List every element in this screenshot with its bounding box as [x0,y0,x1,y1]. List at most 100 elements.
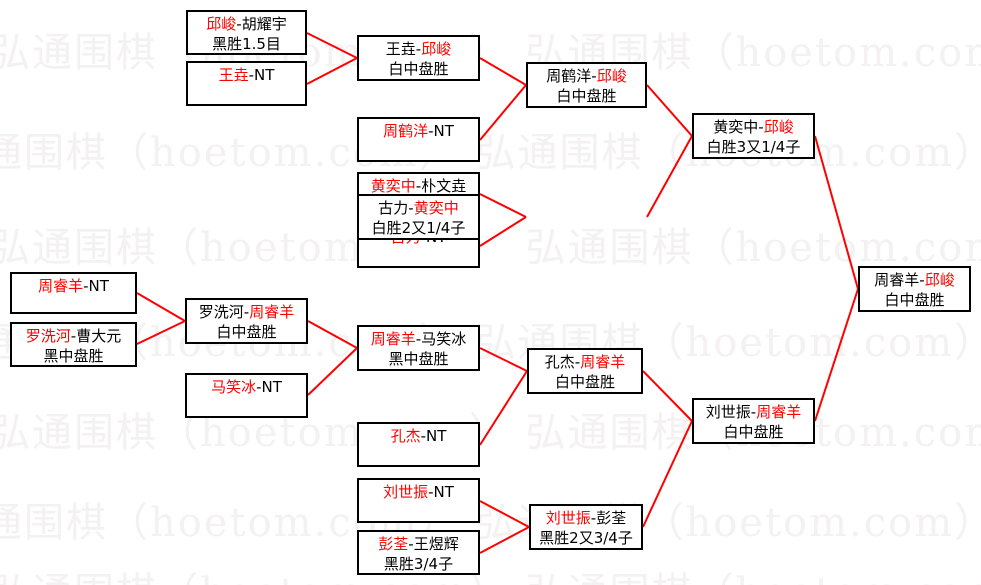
player-two: 邱峻 [763,118,794,136]
match-guli-huangyizhong[interactable]: 古力-黄奕中白胜2又1/4子 [357,194,480,240]
player-two: NT [433,483,454,501]
link-n05-n07 [479,216,527,247]
match-kongjie-zhouruiyang[interactable]: 孔杰-周睿羊白中盘胜 [527,348,643,394]
watermark-text: 弘通围棋（hoetom.com） 弘通围棋（hoetom.com） 弘通围棋（h… [0,410,981,456]
player-two: 马笑冰 [421,330,467,348]
match-players: 罗洗河-曹大元 [26,326,121,347]
player-one: 王垚 [218,66,249,84]
match-players: 黄奕中-邱峻 [713,117,793,138]
match-players: 王垚-NT [219,65,275,86]
player-one: 彭荃 [378,535,409,553]
match-players: 周睿羊-NT [38,276,109,297]
link-n03-n08 [479,84,527,141]
player-two: 周睿羊 [249,303,295,321]
player-one: 黄奕中 [713,118,759,136]
watermark-text: 弘通围棋（hoetom.com） 弘通围棋（hoetom.com） 弘通围棋（h… [0,560,981,585]
match-players: 古力-黄奕中 [378,198,458,219]
match-players: 刘世振-周睿羊 [706,402,801,423]
player-one: 孔杰 [544,353,575,371]
match-players: 周鹤洋-邱峻 [546,66,626,87]
player-separator: - [420,427,427,445]
match-liushizhen-zhouruiyang[interactable]: 刘世振-周睿羊白中盘胜 [692,398,815,444]
player-one: 罗洗河 [198,303,244,321]
player-separator: - [750,403,757,421]
match-players: 彭荃-王煜辉 [378,534,458,555]
player-two: 王煜辉 [413,535,459,553]
match-result: 白中盘胜 [216,323,277,341]
match-pengquan-wangyuhui[interactable]: 彭荃-王煜辉黑胜3/4子 [357,530,480,575]
player-one: 周睿羊 [370,330,416,348]
player-separator: - [256,378,262,396]
link-n17-n19 [479,526,530,554]
match-result: 白胜3又1/4子 [706,138,801,156]
link-n10-n12 [136,292,186,322]
match-zhouruiyang-maxiaobing[interactable]: 周睿羊-马笑冰黑中盘胜 [357,325,480,371]
match-players: 刘世振-彭荃 [546,508,626,529]
link-n11-n12 [136,320,186,345]
link-n18-n20 [642,370,693,422]
match-players: 周睿羊-马笑冰 [371,329,466,350]
link-n16-n19 [479,500,530,528]
match-liushizhen-pengquan[interactable]: 刘世振-彭荃黑胜2又3/4子 [529,504,643,550]
link-n15-n18 [479,370,528,446]
player-two: 邱峻 [596,67,627,85]
link-n13-n14 [307,347,358,396]
match-players: 刘世振-NT [383,482,454,503]
match-result: 黑中盘胜 [388,350,449,368]
link-n04-n07 [479,193,527,218]
match-zhouheyang-nt[interactable]: 周鹤洋-NT [357,117,480,162]
match-qiujun-huyaoyu[interactable]: 邱峻-胡耀宇黑胜1.5目 [186,10,307,55]
match-final-zhouruiyang-qiujun[interactable]: 周睿羊-邱峻白中盘胜 [858,266,971,312]
match-luoxihe-caodayuan[interactable]: 罗洗河-曹大元黑中盘胜 [10,322,137,367]
player-one: 古力 [378,199,409,217]
match-result: 黑胜2又3/4子 [539,529,633,547]
match-wangyao-qiujun[interactable]: 王垚-邱峻白中盘胜 [357,35,480,81]
match-players: 周睿羊-邱峻 [874,270,954,291]
player-one: 刘世振 [705,403,751,421]
match-result: 白中盘胜 [884,291,945,309]
match-zhouruiyang-nt[interactable]: 周睿羊-NT [10,272,137,314]
link-n01-n06 [306,32,358,59]
match-zhouheyang-qiujun[interactable]: 周鹤洋-邱峻白中盘胜 [526,62,647,108]
player-two: 周睿羊 [756,403,802,421]
link-n08-n09 [646,84,693,137]
match-maxiaobing-nt[interactable]: 马笑冰-NT [185,373,308,418]
link-n06-n08 [479,57,527,86]
player-one: 王垚 [385,40,416,58]
match-players: 黄奕中-朴文垚 [371,176,466,197]
player-separator: - [70,327,77,345]
player-two: NT [433,122,454,140]
match-wangyao-nt[interactable]: 王垚-NT [186,61,307,106]
match-liushizhen-nt[interactable]: 刘世振-NT [357,478,480,523]
player-two: 黄奕中 [413,199,459,217]
player-two: 周睿羊 [580,353,626,371]
player-separator: - [248,66,255,84]
watermark-text: 弘通围棋（hoetom.com） 弘通围棋（hoetom.com） 弘通围棋（h… [0,225,981,271]
link-n14-n18 [479,347,528,372]
player-separator: - [83,277,89,295]
player-one: 周鹤洋 [383,122,429,140]
player-two: 曹大元 [76,327,122,345]
match-huangyizhong-qiujun[interactable]: 黄奕中-邱峻白胜3又1/4子 [692,113,815,159]
player-one: 周睿羊 [38,277,84,295]
player-separator: - [415,330,422,348]
player-separator: - [428,483,434,501]
link-n19-n20 [642,420,693,528]
player-separator: - [408,199,414,217]
link-n09-n21 [814,135,859,290]
match-luoxihe-zhouruiyang[interactable]: 罗洗河-周睿羊白中盘胜 [185,298,308,344]
match-result: 黑中盘胜 [43,347,104,365]
match-result: 黑胜3/4子 [383,555,454,573]
match-players: 罗洗河-周睿羊 [199,302,294,323]
player-separator: - [591,67,597,85]
link-n02-n06 [306,57,358,85]
watermark-text: 弘通围棋（hoetom.com） 弘通围棋（hoetom.com） 弘通围棋（h… [0,320,981,366]
match-result: 白中盘胜 [556,87,617,105]
player-one: 周鹤洋 [546,67,592,85]
match-result: 白中盘胜 [388,60,449,78]
player-separator: - [574,353,581,371]
match-kongjie-nt[interactable]: 孔杰-NT [357,422,480,467]
